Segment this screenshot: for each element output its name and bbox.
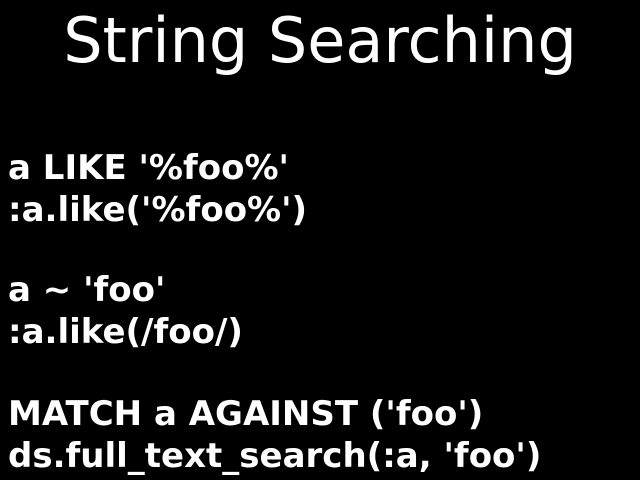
code-line-sql-regex: a ~ 'foo' bbox=[8, 270, 166, 310]
code-line-ruby-regex: :a.like(/foo/) bbox=[8, 312, 243, 352]
code-line-sql-like: a LIKE '%foo%' bbox=[8, 148, 289, 188]
code-line-sql-match: MATCH a AGAINST ('foo') bbox=[8, 394, 484, 434]
code-line-ruby-like: :a.like('%foo%') bbox=[8, 190, 308, 230]
slide-title: String Searching bbox=[63, 4, 577, 77]
code-line-ruby-full-text: ds.full_text_search(:a, 'foo') bbox=[8, 436, 542, 476]
